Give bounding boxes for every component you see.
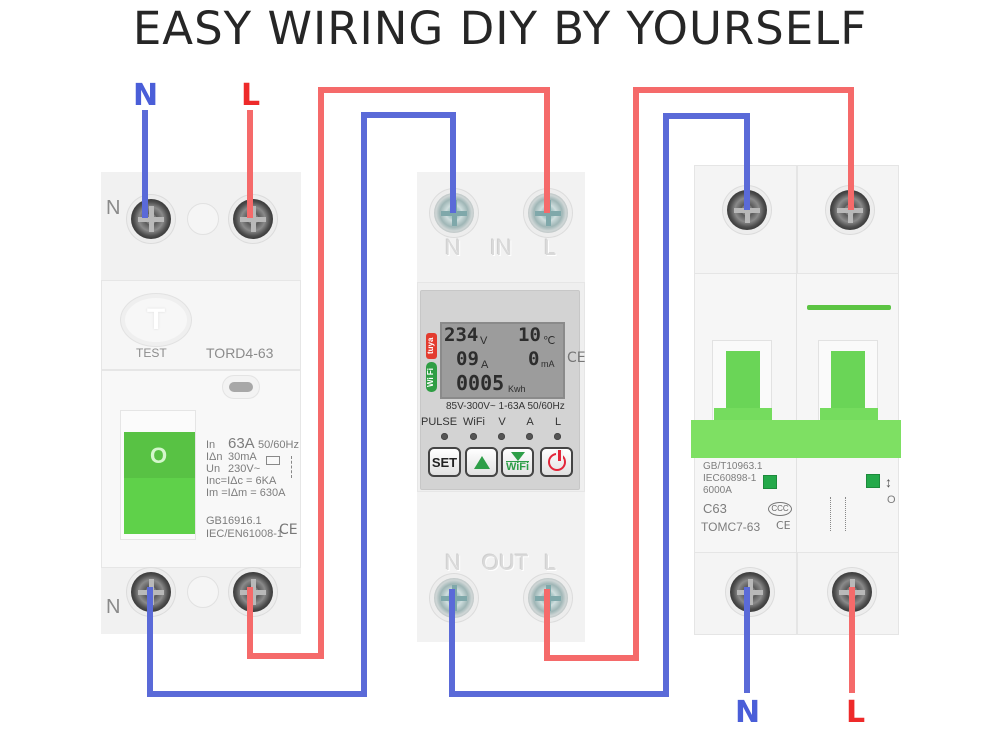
lcd-voltage: 234	[444, 324, 479, 346]
mcb-indicator-1	[763, 475, 777, 489]
mcb-model: TOMC7-63	[701, 520, 761, 534]
meter-out-n-label: N	[445, 550, 461, 575]
spec-key: IΔn	[206, 451, 223, 463]
meter-out-live-screw	[528, 578, 568, 618]
lcd-leakage: 0	[528, 348, 540, 370]
spec-key: Un	[206, 463, 221, 475]
spec-value: =IΔm = 630A	[221, 487, 286, 499]
spec-key: Inc=IΔc	[206, 475, 244, 487]
rcbo-wave-icon	[266, 456, 280, 465]
triangle-down-icon	[510, 451, 525, 461]
mcb-top-live-screw	[830, 190, 870, 230]
rcbo-test-button[interactable]: T	[125, 298, 187, 342]
mcb-breaking-capacity: 6000A	[703, 485, 732, 496]
rcbo-model: TORD4-63	[206, 345, 274, 361]
mcb-indicator-2	[866, 474, 880, 488]
rcbo-bottom-neutral-screw	[131, 572, 171, 612]
mcb-off-label: O	[887, 494, 896, 506]
tuya-badge: tuya	[426, 333, 437, 359]
up-down-arrow-icon: ↕	[885, 474, 892, 490]
mcb-bottom-neutral-screw	[730, 572, 770, 612]
meter-out-l-label: L	[544, 550, 557, 575]
spec-value: 230V~	[228, 463, 261, 475]
mcb-circuit-symbol-icon	[830, 497, 846, 531]
spec-value: 63A	[228, 435, 255, 452]
set-button[interactable]: SET	[428, 447, 461, 477]
lcd-current: 09	[456, 348, 479, 370]
rcbo-top-terminal-label: N	[106, 197, 121, 219]
meter-spec-line: 85V-300V~ 1-63A 50/60Hz	[446, 401, 565, 412]
mcb-top-neutral-screw	[727, 190, 767, 230]
rcbo-bottom-hole	[187, 576, 219, 608]
input-live-label: L	[241, 78, 261, 113]
spec-key: Im	[206, 487, 219, 499]
lcd-leakage-unit: mA	[541, 359, 555, 369]
wifi-led	[470, 433, 477, 440]
lcd-current-unit: A	[481, 359, 489, 371]
pulse-led	[441, 433, 448, 440]
voltage-led	[498, 433, 505, 440]
rcbo-indicator-slot	[229, 382, 253, 392]
input-neutral-label: N	[133, 78, 159, 113]
rcbo-top-neutral-screw	[131, 199, 171, 239]
meter-ce-mark: CE	[567, 350, 586, 366]
mcb-status-bar	[807, 305, 891, 310]
mcb-toggle-2[interactable]	[831, 351, 865, 411]
mcb-standard-2: IEC60898-1	[703, 473, 757, 484]
lcd-temperature: 10	[518, 324, 541, 346]
meter-in-l-label: L	[544, 235, 557, 260]
spec-value: = 6KA	[246, 475, 277, 487]
rcbo-handle-label: O	[150, 443, 168, 468]
wifi-button-label: WiFi	[505, 460, 530, 473]
lcd-temperature-unit: ℃	[543, 335, 556, 347]
rcbo-test-label: TEST	[136, 346, 167, 360]
mcb-ce-mark: CE	[776, 519, 791, 532]
meter-out-label: OUT	[482, 550, 529, 575]
set-button-label: SET	[431, 454, 458, 470]
up-button[interactable]	[465, 447, 498, 477]
meter-in-live-screw	[528, 193, 568, 233]
mcb-rating: C63	[703, 501, 727, 516]
rcbo-bottom-terminal-label: N	[106, 596, 121, 618]
power-button[interactable]	[540, 447, 573, 477]
mcb-toggle-1[interactable]	[726, 351, 760, 411]
down-wifi-button[interactable]: WiFi	[501, 447, 534, 477]
mcb-handle-bar[interactable]	[691, 420, 901, 458]
triangle-up-icon	[473, 455, 490, 469]
indicator-label-pulse: PULSE	[421, 416, 458, 428]
rcbo-switch-symbol-icon	[291, 456, 292, 478]
wifi-badge: Wi Fi	[426, 362, 437, 392]
meter-in-neutral-screw	[434, 193, 474, 233]
output-live-label: L	[846, 695, 866, 730]
rcbo-frequency: 50/60Hz	[258, 439, 299, 451]
rcbo-top-hole	[187, 203, 219, 235]
rcbo-handle-lower[interactable]	[124, 478, 195, 534]
mcb-standard-1: GB/T10963.1	[703, 461, 763, 472]
current-led	[526, 433, 533, 440]
page-title: EASY WIRING DIY BY YOURSELF	[132, 2, 868, 55]
mcb-ccc-mark: CCC	[768, 502, 792, 516]
spec-value: 30mA	[228, 451, 257, 463]
lcd-energy: 0005	[456, 371, 505, 395]
mcb-divider	[796, 273, 797, 553]
rcbo-standard-2: IEC/EN61008-1	[206, 528, 284, 540]
live-led	[554, 433, 561, 440]
test-button-glyph: T	[146, 303, 166, 336]
rcbo-standard-1: GB16916.1	[206, 515, 262, 527]
lcd-energy-unit: Kwh	[508, 384, 526, 394]
meter-in-n-label: N	[445, 235, 461, 260]
lcd-voltage-unit: V	[480, 335, 488, 347]
rcbo-top-live-screw	[233, 199, 273, 239]
mcb-bottom-live-screw	[832, 572, 872, 612]
rcbo-bottom-live-screw	[233, 572, 273, 612]
power-icon	[547, 450, 566, 471]
rcbo-ce-mark: CE	[279, 522, 298, 538]
meter-in-label: IN	[490, 235, 512, 260]
indicator-label-l: L	[554, 416, 562, 428]
output-neutral-label: N	[735, 695, 761, 730]
meter-out-neutral-screw	[434, 578, 474, 618]
